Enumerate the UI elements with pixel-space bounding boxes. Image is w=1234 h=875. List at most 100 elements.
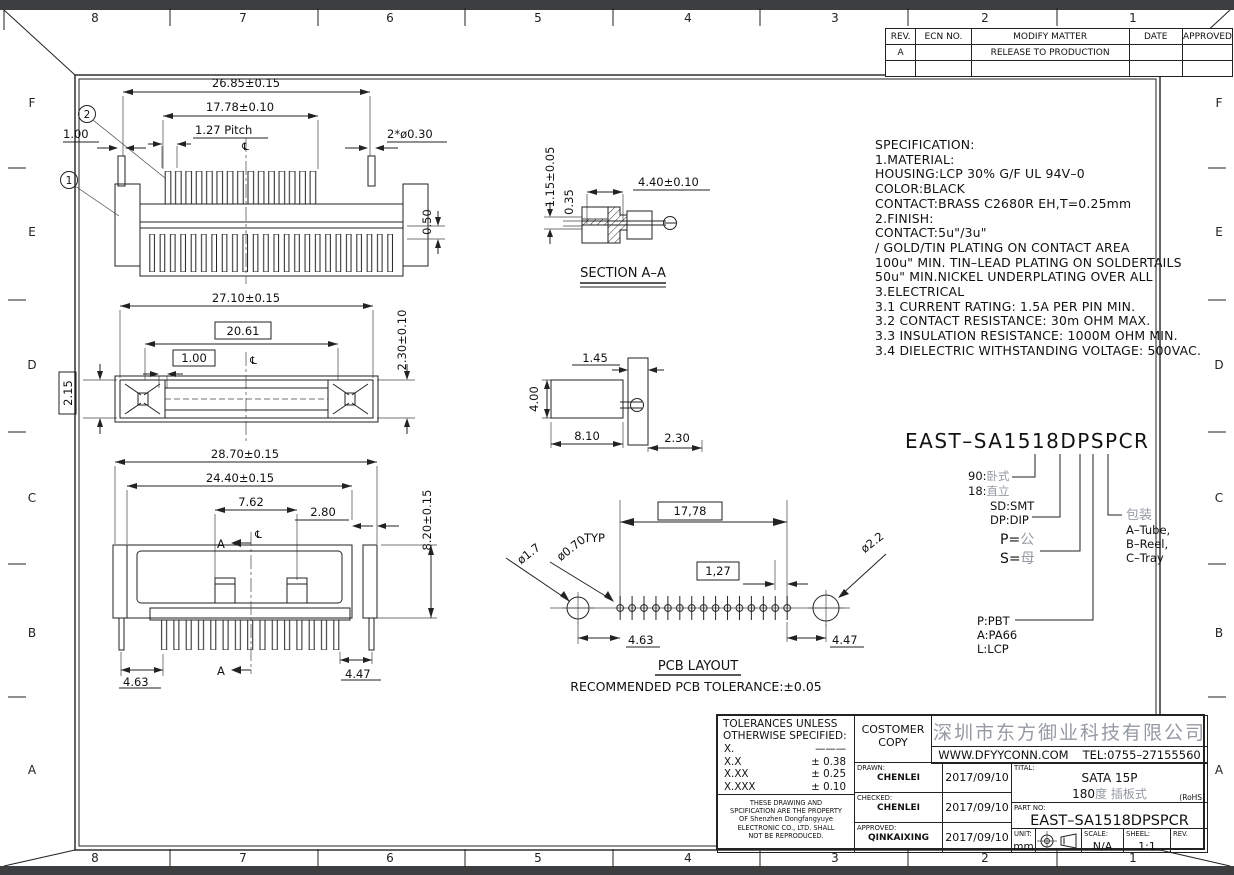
zone-row: A (1214, 763, 1224, 777)
scale-label: SCALE: (1084, 830, 1109, 838)
part-no-box: PART NO: EAST–SA1518DPSPCR (1011, 802, 1208, 829)
zone-row: D (1214, 358, 1224, 372)
dim-tail: 2.30 (664, 431, 690, 445)
zone-row: E (28, 225, 36, 239)
legend-mat-pbt: P:PBT (977, 614, 1011, 628)
spec-line: / GOLD/TIN PLATING ON CONTACT AREA (875, 239, 1130, 255)
tol-val: ± 0.10 (811, 780, 846, 793)
dim-edge: 2.80 (310, 505, 336, 519)
dim-height: 8.20±0.15 (420, 490, 434, 551)
zone-col: 2 (981, 851, 989, 865)
copy-line: COSTOMER (861, 723, 925, 736)
dim-overall: 26.85±0.15 (212, 76, 280, 90)
dim-height: 4.00 (527, 386, 541, 412)
company-name-box: 深圳市东方御业科技有限公司 (931, 715, 1208, 747)
dim-offset: 1.00 (181, 351, 207, 365)
checked-label: CHECKED: (857, 794, 893, 802)
zone-row: B (1214, 626, 1224, 640)
legend-mat-pa66: A:PA66 (977, 628, 1017, 642)
dia-corner-right: ø2.2 (858, 529, 887, 556)
section-arrow-label-top: A (217, 537, 225, 551)
zone-col: 3 (831, 11, 839, 25)
zone-row: F (28, 96, 36, 110)
tol-key: X.XX (724, 768, 749, 780)
spec-line: 3.3 INSULATION RESISTANCE: 1000M OHM MIN… (875, 328, 1178, 344)
drawn-cell: DRAWN: CHENLEI (854, 762, 943, 793)
customer-copy-box: COSTOMER COPY (854, 715, 932, 763)
dim-pin-left: 4.63 (123, 675, 149, 689)
dim-left-pin: 1.00 (63, 127, 89, 141)
unit-label: UNIT: (1014, 830, 1032, 838)
sheet-value: 1:1 (1138, 840, 1156, 853)
part-number-code: EAST–SA1518DPSPCR (905, 429, 1149, 453)
approved-label: APPROVED: (857, 824, 897, 832)
zone-row: C (27, 491, 37, 505)
zone-col: 5 (534, 851, 542, 865)
zone-col: 5 (534, 11, 542, 25)
unit-cell: UNIT: mm (1011, 828, 1036, 853)
unit-value: mm (1013, 840, 1034, 853)
legend-mount-18: 18:直立 (968, 484, 1010, 498)
property-note: THESE DRAWING AND SPCIFICATION ARE THE P… (717, 794, 855, 853)
zone-col: 7 (239, 851, 247, 865)
product-subtitle: 180度 插板式 (1072, 787, 1147, 801)
spec-line: 3.ELECTRICAL (875, 284, 965, 300)
rev-label: REV. (1173, 830, 1188, 838)
part-number-legend: EAST–SA1518DPSPCR 90:卧式 18:直立 SD:SMT DP:… (905, 429, 1170, 656)
rev-description: RELEASE TO PRODUCTION (970, 44, 1130, 61)
drawn-label: DRAWN: (857, 764, 886, 772)
company-website: WWW.DFYYCONN.COM (938, 748, 1069, 762)
legend-package: 包装 (1126, 508, 1152, 523)
zone-col: 8 (91, 851, 99, 865)
rohs-mark: (RoHS) (1179, 793, 1205, 802)
zone-col: 3 (831, 851, 839, 865)
section-title: SECTION A–A (580, 266, 666, 281)
tol-key: X.XXX (724, 780, 756, 793)
approved-name: QINKAIXING (867, 832, 930, 843)
dim-pitch: 1.27 Pitch (195, 123, 252, 137)
spec-line: 1.MATERIAL: (875, 151, 955, 167)
zone-col: 1 (1129, 11, 1137, 25)
zone-row: F (1215, 96, 1223, 110)
projection-symbol-cell (1035, 828, 1082, 853)
spec-line: HOUSING:LCP 30% G/F UL 94V–0 (875, 166, 1085, 182)
zone-col: 4 (684, 11, 692, 25)
tol-key: X. (724, 743, 735, 755)
centerline-mark: ℄ (254, 529, 262, 541)
sheet-label: SHEEL: (1126, 830, 1151, 838)
dim-overall: 27.10±0.15 (212, 291, 280, 305)
tol-val: ± 0.38 (811, 755, 846, 768)
dim-top: 1.45 (582, 351, 608, 365)
spec-line: COLOR:BLACK (875, 181, 965, 197)
rev-letter: A (884, 44, 917, 61)
tol-val: ± 0.25 (811, 768, 846, 780)
zone-col: 6 (386, 11, 394, 25)
zone-row: B (27, 626, 37, 640)
legend-pkg-reel: B–Reel, (1126, 537, 1168, 551)
dim-left: 4.63 (628, 633, 654, 647)
dia-pin: ø0.70 (554, 533, 588, 564)
top-plan-view: 27.10±0.15 20.61 1.00 2.15 2.30±0.10 ℄ (58, 291, 415, 442)
drawn-date: 2017/09/10 (945, 771, 1009, 784)
rev-header: ECN NO. (915, 28, 972, 45)
front-view: 26.85±0.15 17.78±0.10 1.27 Pitch 1.00 2*… (60, 76, 447, 284)
legend-female: S=母 (1000, 551, 1035, 567)
pcb-tolerance-note: RECOMMENDED PCB TOLERANCE:±0.05 (570, 679, 821, 694)
spec-line: 50u" MIN.NICKEL UNDERPLATING OVER ALL (875, 269, 1153, 285)
scale-value: N/A (1092, 840, 1113, 853)
revision-table: REV. ECN NO. MODIFY MATTER DATE APPROVED… (884, 28, 1233, 77)
dim-standoff: 0.50 (420, 209, 434, 235)
legend-pkg-tray: C–Tray (1126, 551, 1164, 565)
dim-span: 17,78 (674, 504, 707, 518)
sheet-edge-bottom (0, 866, 1234, 875)
checked-date: 2017/09/10 (945, 801, 1009, 814)
zone-row: C (1214, 491, 1224, 505)
tol-key: Angle (724, 793, 753, 794)
rev-header: DATE (1128, 28, 1183, 45)
dim-peg: 2*ø0.30 (387, 127, 433, 141)
part-no-value: EAST–SA1518DPSPCR (1030, 812, 1189, 829)
dim-body: 24.40±0.15 (206, 471, 274, 485)
zone-col: 2 (981, 11, 989, 25)
pcb-layout-view: 17,78 1,27 ø1.7 ø0.70 TYP ø2.2 4.63 4.47… (505, 500, 887, 694)
